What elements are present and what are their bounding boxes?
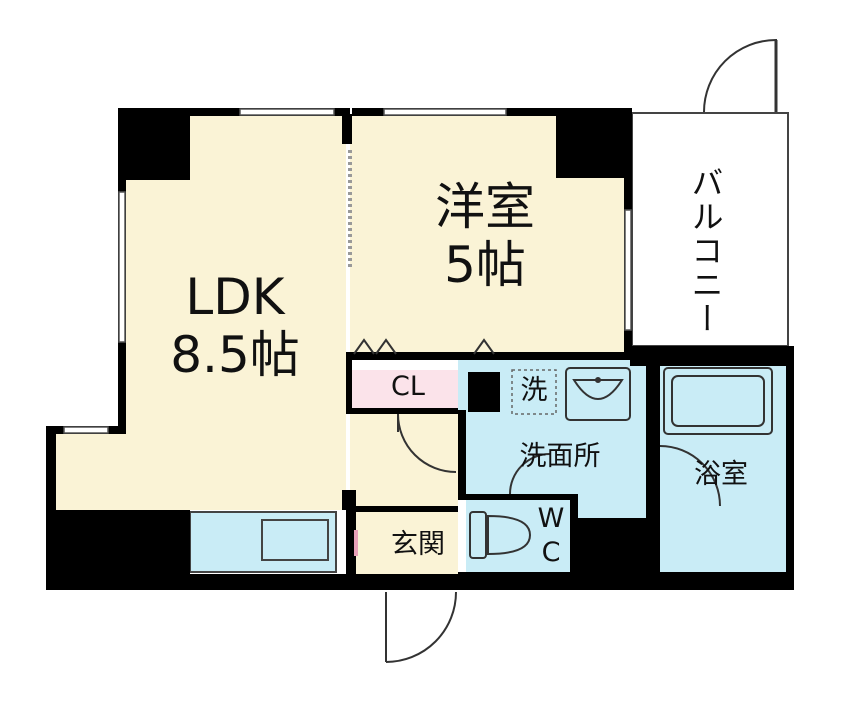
closet-name: CL [391,371,425,402]
ldk-size: 8.5帖 [170,326,300,384]
wash-basin [565,367,631,421]
windows [63,108,632,434]
kitchen-sink [261,519,329,561]
western-room-size: 5帖 [444,236,526,294]
entrance-door-swing [385,591,457,663]
washer-label: 洗 [520,375,548,406]
entrance-floor [356,510,458,574]
bathroom-name: 浴室 [694,459,748,490]
washroom-door-swing [509,453,551,495]
bathtub [663,367,773,435]
hall-floor [350,408,458,506]
balcony-name: バルコニー [686,166,725,336]
hall-door-swing [397,413,457,473]
washer-pan [511,369,557,415]
western-room-name: 洋室 [435,178,535,236]
ldk-floor [56,114,346,572]
balcony-floor [631,112,789,347]
toilet-fixture [469,511,532,559]
closet-folding-door [353,338,495,355]
washroom-name: 洗面所 [519,441,601,472]
toilet-floor [466,498,570,572]
toilet-label-w: W [537,503,565,534]
closet-floor [350,370,468,408]
entrance-name: 玄関 [391,529,445,560]
toilet-label-c: C [541,537,561,568]
bathroom-door-swing [659,445,721,507]
ldk-name: LDK [185,268,285,326]
balcony-door-swing [703,38,777,113]
